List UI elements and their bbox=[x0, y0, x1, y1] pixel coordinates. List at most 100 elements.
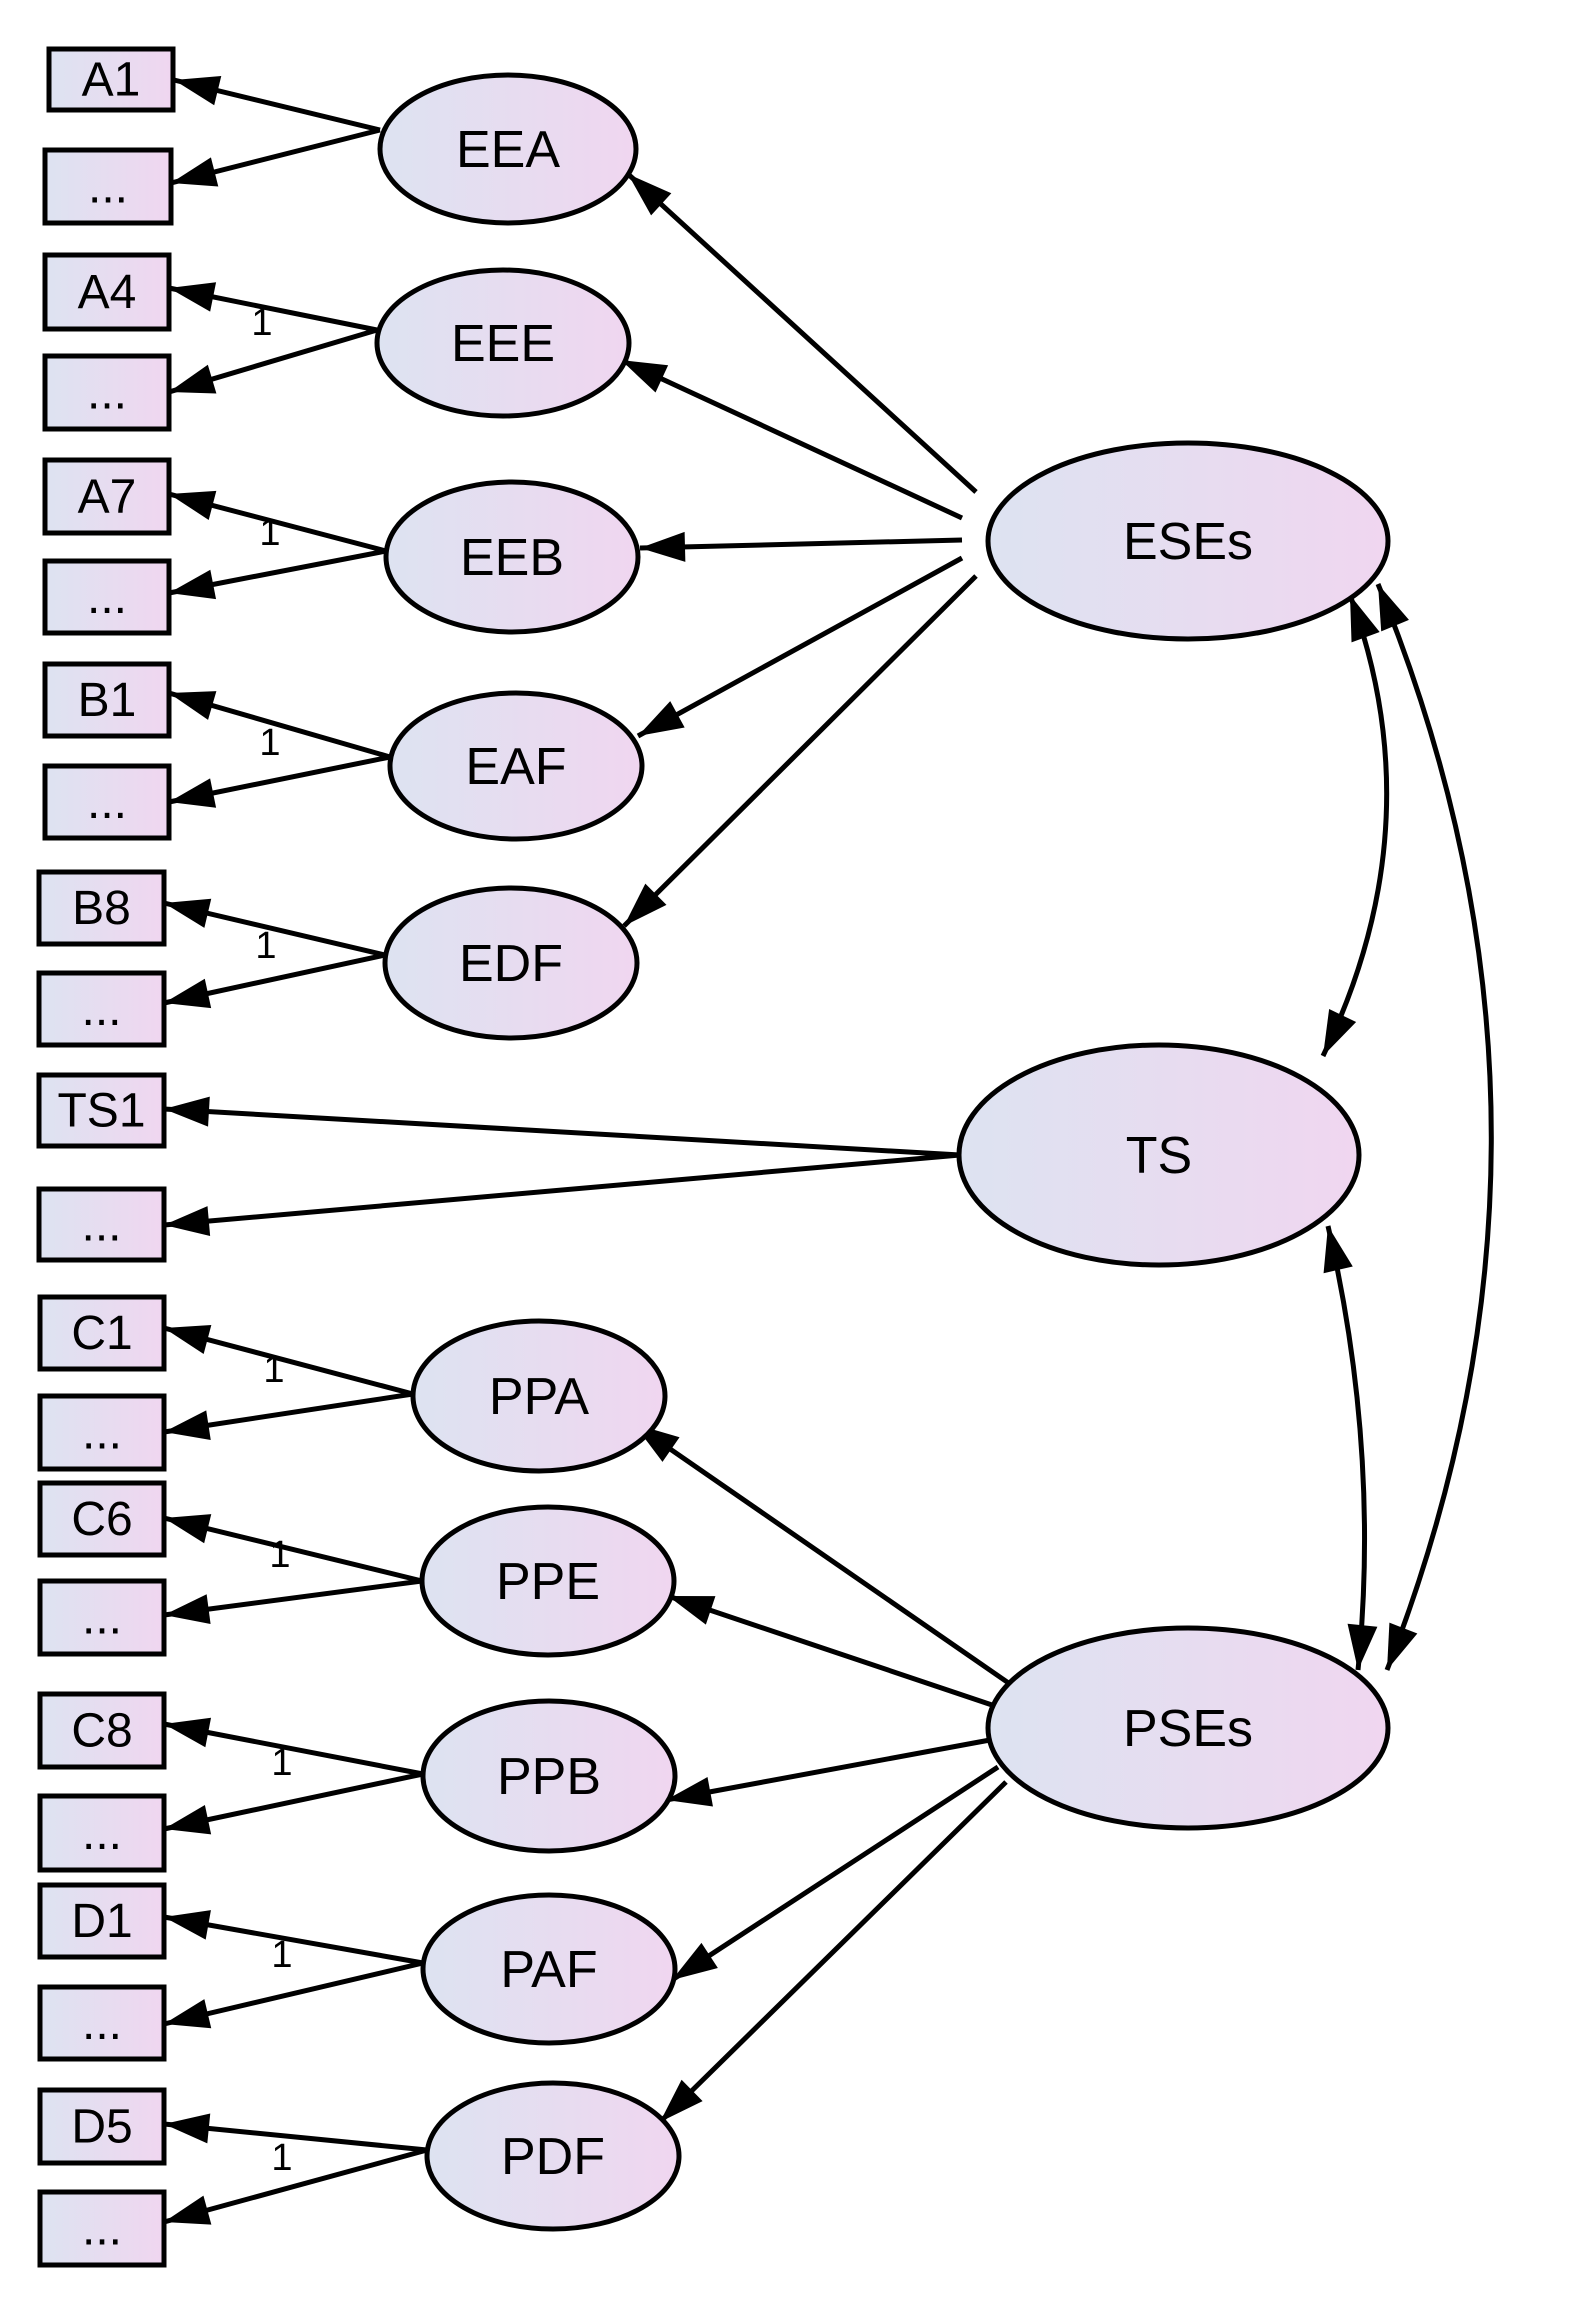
loading-ts-ts-etc-line bbox=[163, 1152, 961, 1228]
path-pses-to-ppb-arrowhead bbox=[666, 1777, 713, 1807]
path-pses-to-paf-line bbox=[670, 1764, 1000, 1983]
latent-ellipse-eee: EEE bbox=[374, 267, 632, 419]
indicator-box-ppb-etc: ... bbox=[37, 1793, 167, 1873]
indicator-box-paf-etc: ... bbox=[37, 1984, 167, 2062]
indicator-box-b1: B1 bbox=[42, 661, 172, 739]
indicator-box-eeb-etc: ... bbox=[42, 558, 172, 636]
latent-shape bbox=[374, 267, 632, 419]
indicator-label: TS1 bbox=[57, 1085, 145, 1138]
loading-weight-label: 1 bbox=[271, 1934, 292, 1976]
loading-ts-ts1-line bbox=[163, 1106, 961, 1158]
indicator-rect bbox=[37, 1882, 167, 1960]
indicator-box-a1: A1 bbox=[46, 46, 176, 113]
loading-pdf-pdf-etc-line bbox=[163, 2147, 428, 2225]
loading-ppa-c1-arrowhead bbox=[164, 1325, 212, 1355]
latent-shape bbox=[956, 1042, 1362, 1268]
indicator-rect bbox=[37, 1691, 167, 1770]
latent-label: PPB bbox=[497, 1748, 601, 1806]
latent-ellipse-ppb: PPB bbox=[420, 1698, 678, 1854]
loading-ppe-c6-arrowhead bbox=[164, 1514, 212, 1544]
indicator-label: ... bbox=[81, 1199, 121, 1252]
indicator-label: ... bbox=[87, 776, 127, 829]
latent-label: EEB bbox=[460, 529, 564, 587]
indicator-label: D5 bbox=[71, 2101, 132, 2154]
indicator-label: ... bbox=[87, 571, 127, 624]
loading-ts-ts1-arrowhead bbox=[164, 1096, 210, 1127]
latent-label: PPE bbox=[496, 1553, 600, 1611]
path-pses-to-ppb-line bbox=[665, 1737, 991, 1803]
indicator-label: D1 bbox=[71, 1895, 132, 1948]
indicator-rect bbox=[37, 2189, 167, 2268]
loading-eee-a4-arrowhead bbox=[169, 282, 217, 312]
indicator-box-d5: D5 bbox=[37, 2087, 167, 2166]
path-eses-to-eaf-arrowhead bbox=[638, 701, 685, 736]
path-pses-to-ppe-arrowhead bbox=[668, 1596, 716, 1625]
latent-ellipse-pdf: PDF bbox=[424, 2080, 682, 2232]
loading-paf-paf-etc-arrowhead bbox=[164, 1999, 212, 2029]
path-pses-to-ppe-line bbox=[667, 1593, 999, 1710]
covariance-arrowhead bbox=[1350, 595, 1380, 643]
indicator-box-c6: C6 bbox=[37, 1480, 167, 1558]
indicator-rect bbox=[37, 1393, 167, 1472]
loading-ts-ts-etc-arrowhead bbox=[164, 1206, 211, 1237]
loading-weight-label: 1 bbox=[271, 1742, 292, 1784]
indicator-rect bbox=[42, 457, 172, 536]
path-eses-to-eee-arrowhead bbox=[621, 360, 669, 393]
loading-eea-a-etc-arrowhead bbox=[171, 157, 219, 187]
indicator-box-ppe-etc: ... bbox=[37, 1578, 167, 1657]
latent-ellipse-edf: EDF bbox=[382, 885, 640, 1041]
loading-eaf-b1-arrowhead bbox=[169, 691, 217, 720]
indicator-rect bbox=[37, 2087, 167, 2166]
path-eses-to-edf-line bbox=[622, 574, 978, 928]
indicator-rect bbox=[37, 1984, 167, 2062]
path-pses-to-pdf-line bbox=[658, 1780, 1008, 2124]
latent-ellipse-eeb: EEB bbox=[383, 479, 641, 635]
covariance-eses-ts-curve bbox=[1320, 594, 1390, 1058]
path-eses-to-eea-arrowhead bbox=[628, 174, 672, 216]
latent-ellipse-eaf: EAF bbox=[387, 690, 645, 842]
indicator-label: C1 bbox=[71, 1307, 132, 1360]
loading-eeb-eeb-etc-arrowhead bbox=[169, 569, 217, 600]
latent-label: PSEs bbox=[1123, 1700, 1253, 1758]
loading-weight-label: 1 bbox=[271, 2137, 292, 2179]
covariance-ts-pses-curve bbox=[1325, 1225, 1368, 1671]
indicator-box-b8: B8 bbox=[36, 869, 167, 947]
indicator-label: A7 bbox=[78, 471, 137, 524]
loading-eeb-a7-arrowhead bbox=[169, 490, 217, 520]
latent-shape bbox=[382, 885, 640, 1041]
covariance-eses-pses-curve bbox=[1375, 583, 1494, 1671]
indicator-label: ... bbox=[82, 1407, 122, 1460]
covariance-arrowhead bbox=[1323, 1226, 1353, 1274]
indicator-rect bbox=[42, 252, 172, 332]
latent-shape bbox=[419, 1504, 677, 1658]
indicator-label: C8 bbox=[71, 1705, 132, 1758]
latent-label: EAF bbox=[465, 738, 566, 796]
indicator-rect bbox=[42, 763, 172, 841]
latent-ellipse-eses: ESEs bbox=[985, 440, 1391, 642]
latent-ellipse-ppa: PPA bbox=[410, 1318, 668, 1474]
latent-shape bbox=[377, 72, 639, 226]
covariance-arrowhead bbox=[1323, 1008, 1357, 1056]
latent-ellipse-paf: PAF bbox=[420, 1892, 678, 2046]
indicator-rect bbox=[36, 869, 167, 947]
indicator-box-eee-etc: ... bbox=[42, 353, 172, 432]
indicator-label: B1 bbox=[78, 674, 137, 727]
indicator-rect bbox=[37, 1480, 167, 1558]
indicator-rect bbox=[36, 1186, 167, 1263]
indicator-label: ... bbox=[82, 2203, 122, 2256]
latent-shape bbox=[420, 1892, 678, 2046]
indicator-label: ... bbox=[81, 983, 121, 1036]
loading-eea-a1-arrowhead bbox=[174, 76, 222, 106]
indicator-box-a4: A4 bbox=[42, 252, 172, 332]
nodes-layer: A1... A4... A7... B1... B8... TS1... C1... C6..… bbox=[36, 46, 1391, 2268]
latent-shape bbox=[420, 1698, 678, 1854]
loading-ppb-ppb-etc-arrowhead bbox=[164, 1804, 212, 1835]
indicator-label: A1 bbox=[82, 54, 141, 107]
latent-shape bbox=[410, 1318, 668, 1474]
indicator-label: B8 bbox=[72, 882, 131, 935]
indicator-label: ... bbox=[82, 1807, 122, 1860]
indicator-rect bbox=[42, 353, 172, 432]
path-eses-to-eeb-arrowhead bbox=[640, 531, 686, 562]
latent-ellipse-ppe: PPE bbox=[419, 1504, 677, 1658]
